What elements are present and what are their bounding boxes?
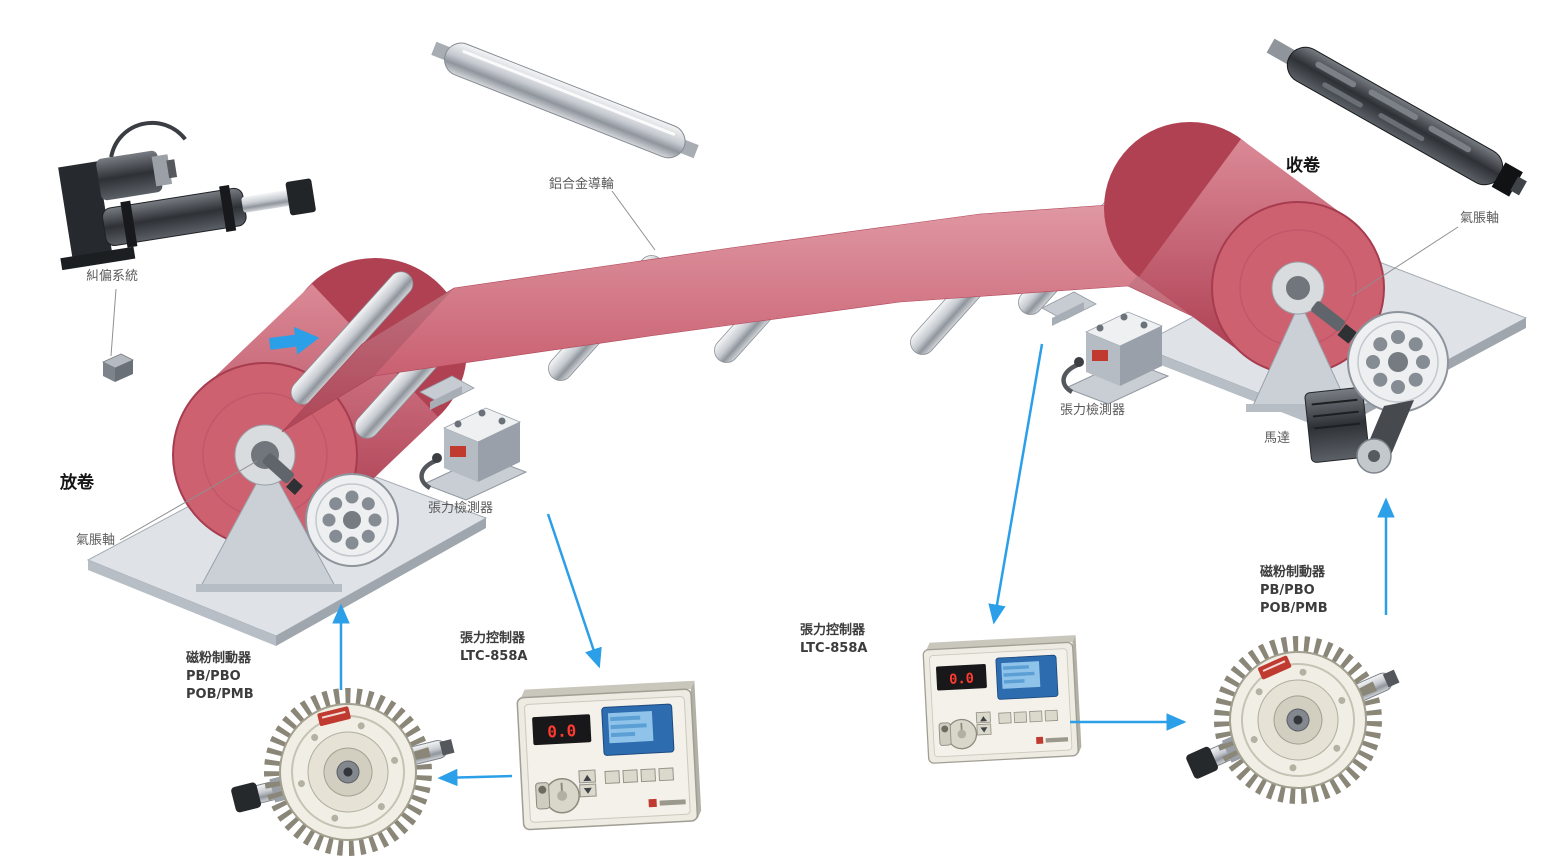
powder-brake-rewind-image	[1186, 636, 1400, 804]
tension-controller-rewind-image: 0.0	[922, 635, 1082, 764]
leader-line	[1351, 226, 1459, 297]
brake-title: 磁粉制動器	[1260, 565, 1326, 580]
brake-models: POB/PMB	[186, 687, 254, 703]
tension-controller-unwind-label: 張力控制器 LTC-858A	[460, 630, 527, 666]
leader-line	[611, 190, 656, 251]
web-direction-arrow	[268, 326, 320, 355]
signal-flow-arrow	[988, 343, 1044, 625]
powder-brake-rewind-label: 磁粉制動器 PB/PBO POB/PMB	[1260, 564, 1328, 619]
edge-sensor	[102, 353, 134, 382]
motor-label: 馬達	[1264, 431, 1291, 446]
signal-flow-arrow	[546, 513, 602, 669]
web-guide-system-label: 糾偏系統	[86, 269, 139, 284]
controller-display: 0.0	[949, 671, 975, 688]
brake-title: 磁粉制動器	[186, 651, 252, 666]
motor-pulley	[1356, 438, 1392, 474]
leader-line	[119, 460, 258, 541]
controller-title: 張力控制器	[460, 631, 526, 646]
rewind-motor	[1304, 387, 1370, 463]
tension-controller-unwind-image: 0.0	[516, 680, 702, 831]
brake-models: PB/PBO	[1260, 583, 1315, 599]
brake-models: PB/PBO	[186, 669, 241, 685]
tension-detector-rewind-image	[1061, 311, 1170, 405]
signal-flow-arrow	[437, 768, 513, 787]
controller-model: LTC-858A	[460, 649, 528, 665]
tension-controller-rewind-label: 張力控制器 LTC-858A	[800, 622, 867, 658]
rewind-roll	[1104, 122, 1385, 412]
leader-line	[110, 288, 117, 357]
tension-detector-rewind-label: 張力檢測器	[1060, 403, 1126, 418]
aluminum-guide-roller-image	[431, 41, 699, 159]
unwind-station-label: 放卷	[60, 473, 94, 493]
powder-brake-unwind-label: 磁粉制動器 PB/PBO POB/PMB	[186, 650, 254, 705]
unwind-brake-disc	[305, 473, 399, 567]
aluminum-guide-roller-label: 鋁合金導輪	[549, 177, 615, 192]
web-guide-actuator	[58, 120, 316, 271]
air-shaft-rewind-label: 氣脹軸	[1460, 211, 1500, 226]
tension-detector-unwind-label: 張力檢測器	[428, 501, 494, 516]
tension-detector-unwind-image	[419, 407, 528, 501]
brake-models: POB/PMB	[1260, 601, 1328, 617]
controller-display: 0.0	[547, 721, 577, 741]
roller-mount	[1041, 291, 1097, 326]
controller-title: 張力控制器	[800, 623, 866, 638]
air-shaft-image	[1266, 38, 1527, 197]
air-shaft-unwind-label: 氣脹軸	[76, 533, 116, 548]
controller-model: LTC-858A	[800, 641, 868, 657]
drive-pulley	[1347, 311, 1449, 413]
powder-brake-unwind-image	[231, 688, 455, 856]
roller-mount	[419, 375, 475, 410]
rewind-station-label: 收卷	[1286, 156, 1320, 176]
